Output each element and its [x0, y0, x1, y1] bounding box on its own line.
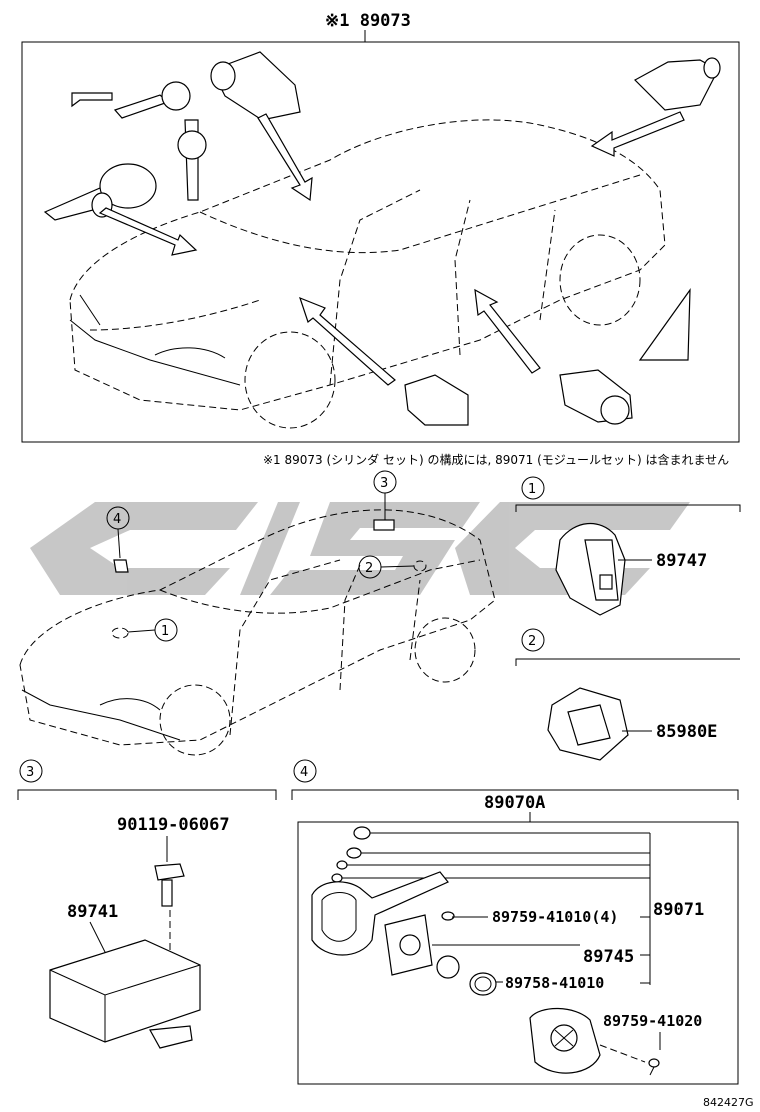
detail-4-section: 4 89070A 89759-41010 — [291, 759, 739, 1085]
illustration-code: 842427G — [703, 1096, 754, 1109]
part-89070A: 89070A — [484, 793, 545, 813]
key-shell — [311, 871, 449, 956]
car-outline-top — [69, 119, 666, 429]
callout-2-car: 2 — [358, 555, 415, 579]
callout-3-car: 3 — [373, 470, 397, 531]
top-frame — [21, 41, 740, 443]
key-blanks-group — [71, 81, 207, 201]
screw-small — [441, 911, 488, 921]
top-section: ※1 89073 — [21, 11, 740, 467]
indicator-arrows — [98, 111, 685, 386]
o-ring — [469, 972, 503, 996]
part-89741: 89741 — [67, 902, 118, 922]
detail-4-frame — [297, 821, 739, 1085]
part-85980E: 85980E — [656, 722, 717, 742]
part-89758-41010: 89758-41010 — [505, 974, 604, 992]
detail-3-label: 3 — [26, 765, 34, 780]
screw-tiny — [648, 1058, 660, 1076]
callout-4-label: 4 — [113, 512, 121, 527]
car-outline-middle — [19, 509, 496, 756]
watermark-logo — [30, 502, 690, 595]
detail-2-label: 2 — [528, 634, 536, 649]
ignition-cylinder-top — [43, 163, 157, 221]
callout-1-car: 1 — [127, 618, 178, 642]
part-89759-41020: 89759-41020 — [603, 1012, 702, 1030]
callout-2-label: 2 — [365, 561, 373, 576]
trunk-cylinder-top — [210, 51, 301, 121]
detail-4-label: 4 — [300, 765, 308, 780]
door-cylinder-front-top — [404, 369, 633, 426]
key-plate — [384, 914, 433, 976]
triangle-cover — [638, 288, 691, 361]
callout-1-label: 1 — [161, 624, 169, 639]
battery-cell — [436, 955, 460, 979]
detail-2-section: 2 85980E — [515, 628, 740, 761]
control-module-box — [49, 939, 201, 1049]
detail-1-label: 1 — [528, 482, 536, 497]
part-89759-41010: 89759-41010(4) — [492, 908, 618, 926]
part-89745: 89745 — [583, 947, 634, 967]
door-cylinder-rear-top — [634, 57, 721, 111]
small-parts-top — [331, 826, 651, 985]
part-89747: 89747 — [656, 551, 707, 571]
callout-3-label: 3 — [380, 476, 388, 491]
detail-3-section: 3 90119-06067 89741 — [17, 759, 277, 1049]
detail-1-section: 1 89747 — [515, 476, 741, 616]
key-cover-plate — [529, 1007, 601, 1074]
part-89071: 89071 — [653, 900, 704, 920]
bolt-icon — [154, 863, 185, 907]
cylinder-set-note: ※1 89073 (シリンダ セット) の構成には, 89071 (モジュールセ… — [263, 452, 729, 467]
assembly-title: ※1 89073 — [325, 11, 411, 31]
part-90119-06067: 90119-06067 — [117, 815, 230, 835]
callout-4-car: 4 — [106, 506, 130, 573]
